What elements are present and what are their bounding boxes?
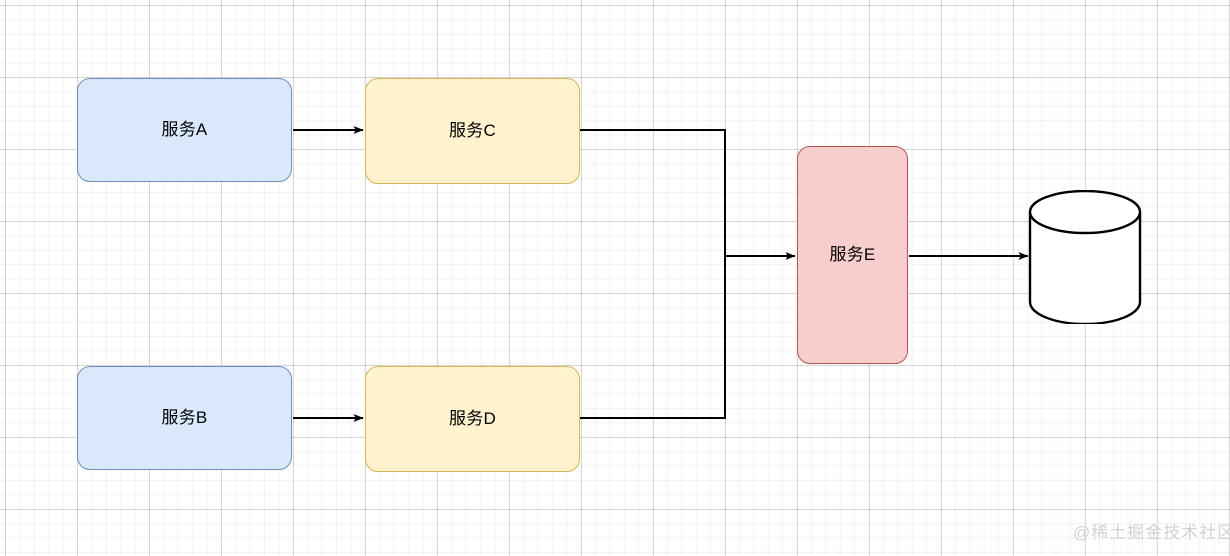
node-service-c-label: 服务C bbox=[449, 120, 496, 140]
node-service-a[interactable]: 服务A bbox=[77, 78, 292, 182]
watermark-text: @稀土掘金技术社区 bbox=[1073, 523, 1230, 542]
node-service-e-label: 服务E bbox=[829, 244, 876, 264]
node-service-e[interactable]: 服务E bbox=[797, 146, 908, 364]
node-service-a-label: 服务A bbox=[161, 119, 208, 139]
node-service-d[interactable]: 服务D bbox=[365, 366, 580, 472]
node-database[interactable] bbox=[1028, 190, 1142, 324]
node-service-d-label: 服务D bbox=[449, 408, 496, 428]
node-service-b-label: 服务B bbox=[161, 407, 208, 427]
edge-service-d-to-service-e[interactable] bbox=[580, 255, 726, 419]
edge-service-c-to-service-e[interactable] bbox=[580, 129, 726, 257]
node-service-c[interactable]: 服务C bbox=[365, 78, 580, 184]
node-service-b[interactable]: 服务B bbox=[77, 366, 292, 470]
